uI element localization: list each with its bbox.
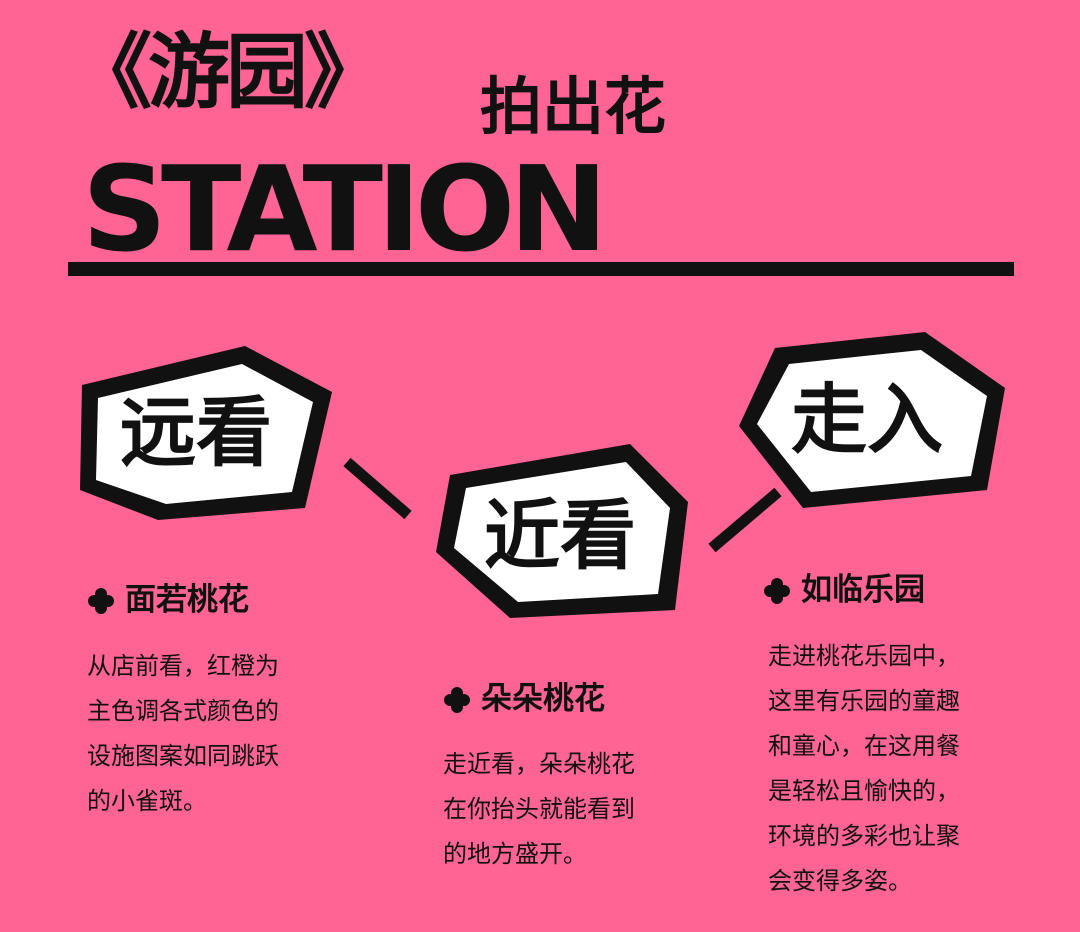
section-1-line: 主色调各式颜色的 bbox=[87, 697, 279, 725]
badge-near: 近看 bbox=[430, 440, 692, 622]
section-2-line: 走近看，朵朵桃花 bbox=[443, 750, 635, 778]
section-2-line: 在你抬头就能看到 bbox=[443, 795, 635, 823]
badge-enter-label: 走入 bbox=[791, 375, 943, 464]
flower-icon bbox=[763, 577, 791, 605]
section-2-line: 的地方盛开。 bbox=[443, 840, 587, 868]
section-2-body: 走近看，朵朵桃花 在你抬头就能看到 的地方盛开。 bbox=[443, 742, 635, 877]
section-3-body: 走进桃花乐园中， 这里有乐园的童趣 和童心，在这用餐 是轻松且愉快的， 环境的多… bbox=[768, 634, 960, 904]
flower-icon bbox=[443, 686, 471, 714]
badge-far-shape bbox=[80, 346, 332, 520]
header-rule bbox=[68, 262, 1014, 276]
badge-near-label: 近看 bbox=[484, 491, 636, 580]
section-1-head: 面若桃花 bbox=[87, 585, 249, 616]
section-1-line: 的小雀斑。 bbox=[87, 787, 207, 815]
section-3-title: 如临乐园 bbox=[801, 572, 925, 608]
section-3-line: 会变得多姿。 bbox=[768, 867, 912, 895]
badge-far: 远看 bbox=[70, 340, 340, 525]
badge-enter-shape bbox=[739, 332, 1005, 508]
section-3-head: 如临乐园 bbox=[763, 575, 925, 606]
section-1-line: 设施图案如同跳跃 bbox=[87, 742, 279, 770]
badge-far-label: 远看 bbox=[120, 388, 272, 477]
title-main: 《游园》 bbox=[70, 25, 386, 120]
section-2-title: 朵朵桃花 bbox=[481, 681, 605, 717]
connector-line-1 bbox=[343, 457, 412, 520]
section-2-head: 朵朵桃花 bbox=[443, 684, 605, 715]
section-3-line: 是轻松且愉快的， bbox=[768, 777, 960, 805]
section-3-line: 和童心，在这用餐 bbox=[768, 732, 960, 760]
section-1-title: 面若桃花 bbox=[125, 582, 249, 618]
section-1-body: 从店前看，红橙为 主色调各式颜色的 设施图案如同跳跃 的小雀斑。 bbox=[87, 644, 279, 824]
badge-enter: 走入 bbox=[735, 330, 1010, 512]
section-3-line: 环境的多彩也让聚 bbox=[768, 822, 960, 850]
section-1-line: 从店前看，红橙为 bbox=[87, 652, 279, 680]
title-sub: 拍出花 bbox=[480, 70, 667, 143]
section-3-line: 这里有乐园的童趣 bbox=[768, 687, 960, 715]
flower-icon bbox=[87, 587, 115, 615]
badge-near-shape bbox=[436, 444, 688, 618]
station-heading: STATION bbox=[82, 140, 608, 278]
section-3-line: 走进桃花乐园中， bbox=[768, 642, 960, 670]
